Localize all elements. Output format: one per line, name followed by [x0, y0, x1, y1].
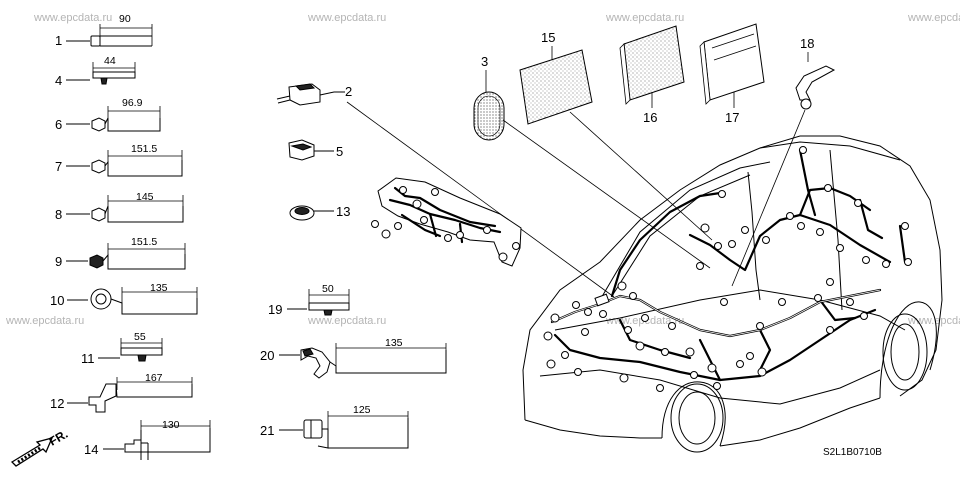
callout-label: 13	[336, 204, 350, 219]
part-number: 19	[268, 302, 282, 317]
vehicle-body	[522, 135, 943, 453]
vehicle-harness	[543, 146, 912, 392]
dimension-label: 145	[136, 191, 154, 203]
callout-label: 5	[336, 144, 343, 159]
part-number: 12	[50, 396, 64, 411]
watermark: www.epcdata.ru	[907, 315, 960, 327]
part-7[interactable]: 7 151.5	[55, 143, 183, 177]
watermark: www.epcdata.ru	[33, 12, 112, 24]
watermark: www.epcdata.ru	[605, 12, 684, 24]
watermark: www.epcdata.ru	[5, 315, 84, 327]
part-10[interactable]: 10 135	[50, 282, 198, 315]
part-14[interactable]: 14 130	[84, 419, 211, 460]
dimension-label: 96.9	[122, 97, 143, 109]
part-8[interactable]: 8 145	[55, 191, 184, 223]
diagram-code: S2L1B0710B	[823, 447, 882, 458]
dimension-label: 151.5	[131, 143, 157, 155]
dimension-label: 151.5	[131, 236, 157, 248]
callout-label: 15	[541, 30, 555, 45]
part-13[interactable]: 13	[289, 204, 350, 221]
part-15[interactable]: 15	[519, 30, 713, 241]
dimension-label: 135	[385, 337, 403, 349]
front-label: FR.	[47, 427, 71, 449]
part-number: 4	[55, 73, 62, 88]
part-number: 14	[84, 442, 98, 457]
part-20[interactable]: 20 135	[260, 337, 447, 379]
dimension-label: 130	[162, 419, 180, 431]
part-17[interactable]: 17	[699, 23, 765, 125]
part-number: 11	[81, 351, 95, 366]
part-number: 10	[50, 293, 64, 308]
dimension-label: 135	[150, 282, 168, 294]
part-number: 7	[55, 159, 62, 174]
part-11[interactable]: 11 55	[81, 331, 163, 366]
callout-label: 18	[800, 36, 814, 51]
part-number: 21	[260, 423, 274, 438]
part-2[interactable]: 2	[276, 83, 615, 298]
dimension-label: 50	[322, 283, 334, 295]
dimension-label: 90	[119, 13, 131, 25]
part-1[interactable]: 1 90	[55, 13, 153, 48]
dimension-label: 55	[134, 331, 146, 343]
part-21[interactable]: 21 125	[260, 404, 409, 449]
callout-label: 3	[481, 54, 488, 69]
watermark: www.epcdata.ru	[307, 315, 386, 327]
part-number: 20	[260, 348, 274, 363]
callout-label: 16	[643, 110, 657, 125]
callout-label: 2	[345, 84, 352, 99]
dimension-label: 44	[104, 55, 116, 67]
dimension-label: 125	[353, 404, 371, 416]
watermark: www.epcdata.ru	[907, 12, 960, 24]
part-number: 1	[55, 33, 62, 48]
part-number: 8	[55, 207, 62, 222]
watermark: www.epcdata.ru	[307, 12, 386, 24]
part-12[interactable]: 12 167	[50, 372, 193, 413]
part-18[interactable]: 18	[731, 36, 836, 287]
part-6[interactable]: 6 96.9	[55, 97, 161, 132]
part-4[interactable]: 4 44	[55, 55, 136, 88]
part-3[interactable]: 3	[473, 54, 711, 269]
callout-label: 17	[725, 110, 739, 125]
part-number: 6	[55, 117, 62, 132]
part-number: 9	[55, 254, 62, 269]
part-9[interactable]: 9 151.5	[55, 236, 186, 270]
part-19[interactable]: 19 50	[268, 283, 350, 317]
dashboard-sub-harness	[371, 177, 522, 267]
dimension-label: 167	[145, 372, 163, 384]
part-16[interactable]: 16	[619, 25, 685, 125]
front-direction-arrow: FR.	[10, 427, 71, 467]
part-5[interactable]: 5	[288, 139, 343, 161]
